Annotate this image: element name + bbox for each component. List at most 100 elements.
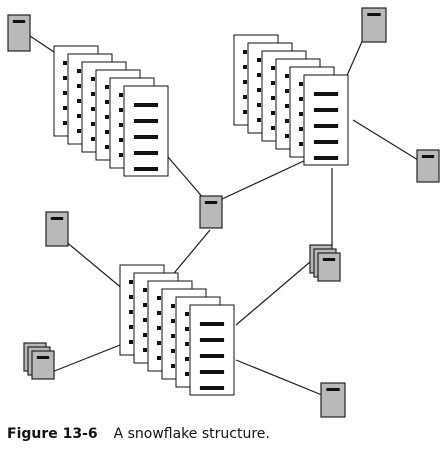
snowflake-diagram: [7, 7, 440, 418]
server-body: [7, 14, 31, 52]
page-text-bar: [133, 119, 159, 123]
page-bullet: [77, 69, 81, 73]
page-bullet: [157, 341, 161, 345]
page-bullet: [299, 142, 303, 146]
figure-caption-text: A snowflake structure.: [113, 426, 270, 442]
page-bullet: [285, 74, 289, 78]
page-bullet: [105, 130, 109, 134]
page-bullet: [63, 61, 67, 65]
edge-topleft-docs-to-hub: [167, 156, 206, 201]
front-page: [123, 85, 169, 177]
server-body: [45, 211, 69, 247]
page-bullet: [285, 89, 289, 93]
page-bullet: [243, 80, 247, 84]
page-bullet: [285, 104, 289, 108]
diagram-nodes: [7, 7, 440, 418]
page-bullet: [271, 96, 275, 100]
page-bullet: [171, 349, 175, 353]
page-bullet: [91, 77, 95, 81]
edge-hub-to-topright-docs: [219, 159, 307, 201]
figure-caption: Figure 13-6 A snowflake structure.: [7, 425, 270, 442]
page-bullet: [119, 93, 123, 97]
page-bullet: [91, 122, 95, 126]
page-text-bar: [133, 103, 159, 107]
document-stack-top-left: [53, 45, 169, 177]
edge-bottom-docs-to-bottom-server: [235, 359, 323, 396]
page-text-bar: [199, 370, 225, 374]
page-bullet: [285, 119, 289, 123]
page-bullet: [171, 334, 175, 338]
page-text-bar: [199, 354, 225, 358]
page-bullet: [63, 91, 67, 95]
page-bullet: [105, 100, 109, 104]
figure-label: Figure 13-6: [7, 426, 98, 442]
page-bullet: [63, 106, 67, 110]
page-bullet: [129, 310, 133, 314]
page-bullet: [77, 99, 81, 103]
server-top-right: [361, 7, 387, 43]
edge-bottom-docs-to-right-stack: [235, 261, 311, 326]
page-outline: [303, 74, 349, 166]
page-bullet: [91, 92, 95, 96]
page-text-bar: [133, 135, 159, 139]
page-bullet: [243, 95, 247, 99]
edge-stack-to-bottom-docs: [51, 344, 121, 373]
server-body: [31, 350, 55, 380]
front-page: [303, 74, 349, 166]
page-bullet: [257, 58, 261, 62]
page-bullet: [285, 134, 289, 138]
page-bullet: [129, 325, 133, 329]
page-bullet: [171, 304, 175, 308]
page-bullet: [243, 50, 247, 54]
page-bullet: [129, 280, 133, 284]
server-body: [317, 252, 341, 282]
document-stack-bottom: [119, 264, 235, 396]
page-bullet: [171, 364, 175, 368]
page-bullet: [63, 76, 67, 80]
server-slot: [326, 388, 340, 391]
page-bullet: [271, 126, 275, 130]
page-text-bar: [313, 108, 339, 112]
page-bullet: [157, 296, 161, 300]
page-bullet: [77, 84, 81, 88]
page-bullet: [105, 85, 109, 89]
front-page: [189, 304, 235, 396]
page-bullet: [157, 356, 161, 360]
server-stack-front: [317, 252, 341, 282]
page-bullet: [129, 295, 133, 299]
page-bullet: [185, 342, 189, 346]
page-bullet: [77, 114, 81, 118]
page-bullet: [143, 288, 147, 292]
page-bullet: [77, 129, 81, 133]
page-bullet: [119, 138, 123, 142]
edge-left-server-to-bottom-docs: [63, 239, 125, 291]
page-bullet: [257, 88, 261, 92]
server-stack-left: [23, 342, 55, 380]
page-bullet: [299, 112, 303, 116]
page-bullet: [171, 319, 175, 323]
server-stack-right: [309, 244, 341, 282]
server-slot: [367, 13, 381, 16]
server-slot: [204, 201, 218, 204]
server-right: [416, 149, 440, 183]
page-bullet: [271, 66, 275, 70]
page-bullet: [91, 137, 95, 141]
page-bullet: [157, 311, 161, 315]
edge-topright-docs-to-right-server: [352, 119, 419, 161]
page-bullet: [257, 73, 261, 77]
page-bullet: [185, 312, 189, 316]
page-bullet: [257, 103, 261, 107]
server-hub: [199, 195, 223, 229]
page-bullet: [129, 340, 133, 344]
page-bullet: [119, 108, 123, 112]
server-top-left: [7, 14, 31, 52]
server-slot: [421, 155, 435, 158]
page-text-bar: [133, 167, 159, 171]
edge-hub-to-bottom-docs: [169, 229, 211, 279]
page-bullet: [119, 123, 123, 127]
connector-lines: [29, 27, 419, 396]
page-text-bar: [199, 386, 225, 390]
page-bullet: [271, 111, 275, 115]
document-stack-top-right: [233, 34, 349, 166]
